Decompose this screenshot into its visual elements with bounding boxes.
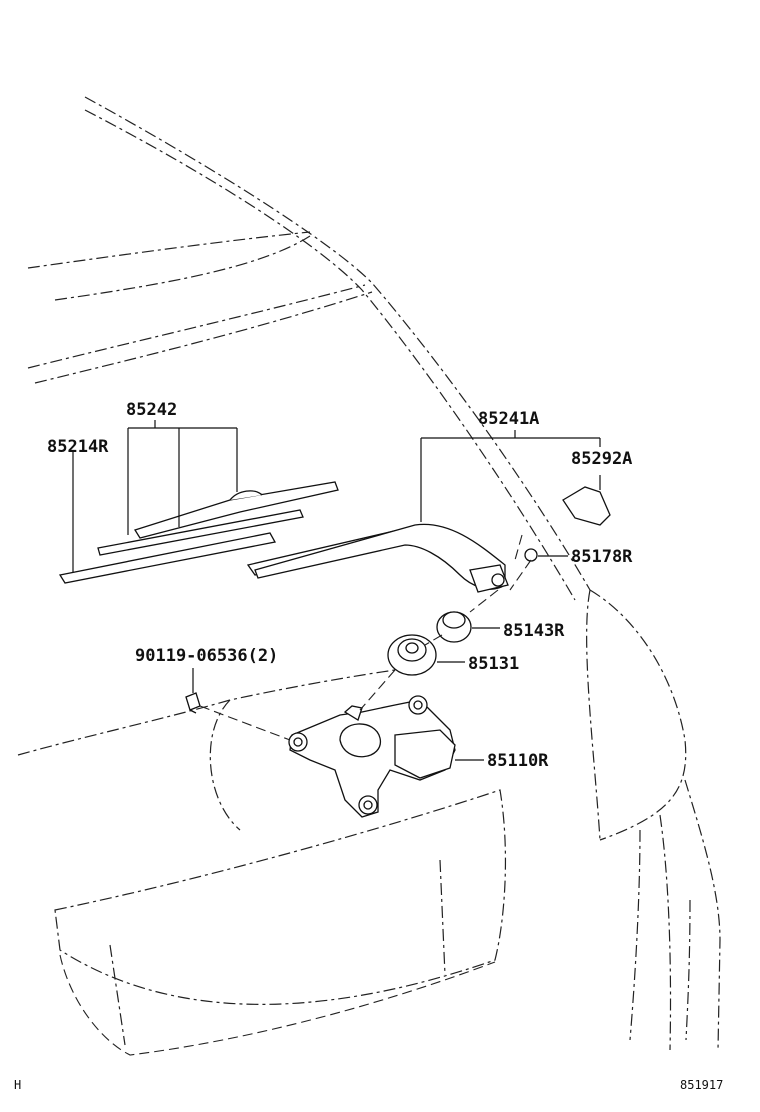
- bolt: [185, 692, 201, 714]
- vehicle-body-outline: [17, 96, 721, 1056]
- assembly-lines: [199, 534, 532, 741]
- wiper-blade-assembly: [58, 481, 430, 584]
- label-arm-assy: 85241A: [478, 409, 539, 429]
- label-cap: 85143R: [503, 621, 565, 641]
- pivot-seal: [387, 634, 437, 676]
- label-motor: 85110R: [487, 751, 549, 771]
- label-blade-assy: 85242: [126, 400, 177, 420]
- pivot-cap: [436, 611, 472, 643]
- footer-left-mark: H: [14, 1078, 21, 1092]
- label-pivot-seal: 85131: [468, 654, 519, 674]
- wiper-motor: [288, 695, 456, 818]
- wiper-arm: [254, 523, 509, 593]
- label-arm-cap: 85292A: [571, 449, 632, 469]
- label-blade-rubber: 85214R: [47, 437, 109, 457]
- leader-lines: [72, 420, 601, 761]
- diagram-id: 851917: [680, 1078, 723, 1092]
- nut: [524, 548, 538, 562]
- arm-cap: [562, 486, 611, 526]
- label-nut: 85178R: [571, 547, 633, 567]
- label-bolt: 90119-06536(2): [135, 646, 278, 666]
